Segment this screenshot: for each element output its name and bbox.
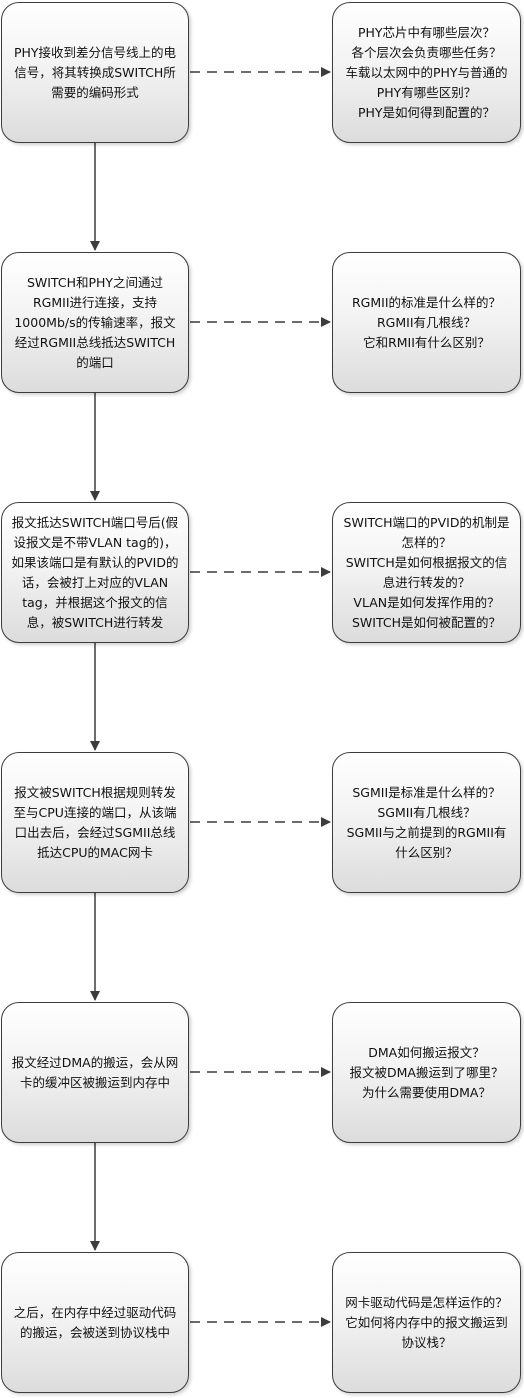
process-text: 之后，在内存中经过驱动代码的搬运，会被送到协议栈中 (13, 1304, 177, 1340)
process-box-dma: 报文经过DMA的搬运，会从网卡的缓冲区被搬运到内存中 (1, 1002, 189, 1143)
question-text: RGMII的标准是什么样的？ RGMII有几根线？ 它和RMII有什么区别？ (351, 294, 502, 350)
question-text: DMA如何搬运报文？ 报文被DMA搬运到了哪里？ 为什么需要使用DMA？ (349, 1044, 504, 1100)
process-text: SWITCH和PHY之间通过RGMII进行连接，支持1000Mb/s的传输速率，… (14, 274, 176, 370)
question-text: 网卡驱动代码是怎样运作的？ 它如何将内存中的报文搬运到协议栈？ (345, 1294, 508, 1350)
question-text: PHY芯片中有哪些层次？ 各个层次会负责哪些任务？ 车载以太网中的PHY与普通的… (345, 24, 508, 120)
process-text: 报文被SWITCH根据规则转发至与CPU连接的端口，从该端口出去后，会经过SGM… (13, 784, 177, 860)
question-box-driver: 网卡驱动代码是怎样运作的？ 它如何将内存中的报文搬运到协议栈？ (332, 1252, 521, 1393)
process-box-driver: 之后，在内存中经过驱动代码的搬运，会被送到协议栈中 (1, 1252, 189, 1393)
question-box-phy: PHY芯片中有哪些层次？ 各个层次会负责哪些任务？ 车载以太网中的PHY与普通的… (332, 2, 521, 143)
process-box-rgmii: SWITCH和PHY之间通过RGMII进行连接，支持1000Mb/s的传输速率，… (1, 252, 189, 393)
process-box-switch: 报文抵达SWITCH端口号后(假设报文是不带VLAN tag的)，如果该端口是有… (1, 502, 189, 643)
question-box-rgmii: RGMII的标准是什么样的？ RGMII有几根线？ 它和RMII有什么区别？ (332, 252, 521, 393)
question-text: SGMII是标准是什么样的？ SGMII有几根线？ SGMII与之前提到的RGM… (346, 784, 507, 860)
process-text: 报文抵达SWITCH端口号后(假设报文是不带VLAN tag的)，如果该端口是有… (11, 514, 179, 630)
process-text: 报文经过DMA的搬运，会从网卡的缓冲区被搬运到内存中 (11, 1054, 179, 1090)
process-box-phy: PHY接收到差分信号线上的电信号，将其转换成SWITCH所需要的编码形式 (1, 2, 189, 143)
question-text: SWITCH端口的PVID的机制是怎样的？ SWITCH是如何根据报文的信息进行… (343, 514, 510, 630)
process-box-sgmii: 报文被SWITCH根据规则转发至与CPU连接的端口，从该端口出去后，会经过SGM… (1, 752, 189, 893)
question-box-dma: DMA如何搬运报文？ 报文被DMA搬运到了哪里？ 为什么需要使用DMA？ (332, 1002, 521, 1143)
process-text: PHY接收到差分信号线上的电信号，将其转换成SWITCH所需要的编码形式 (13, 44, 177, 100)
question-box-sgmii: SGMII是标准是什么样的？ SGMII有几根线？ SGMII与之前提到的RGM… (332, 752, 521, 893)
question-box-switch: SWITCH端口的PVID的机制是怎样的？ SWITCH是如何根据报文的信息进行… (332, 502, 521, 643)
